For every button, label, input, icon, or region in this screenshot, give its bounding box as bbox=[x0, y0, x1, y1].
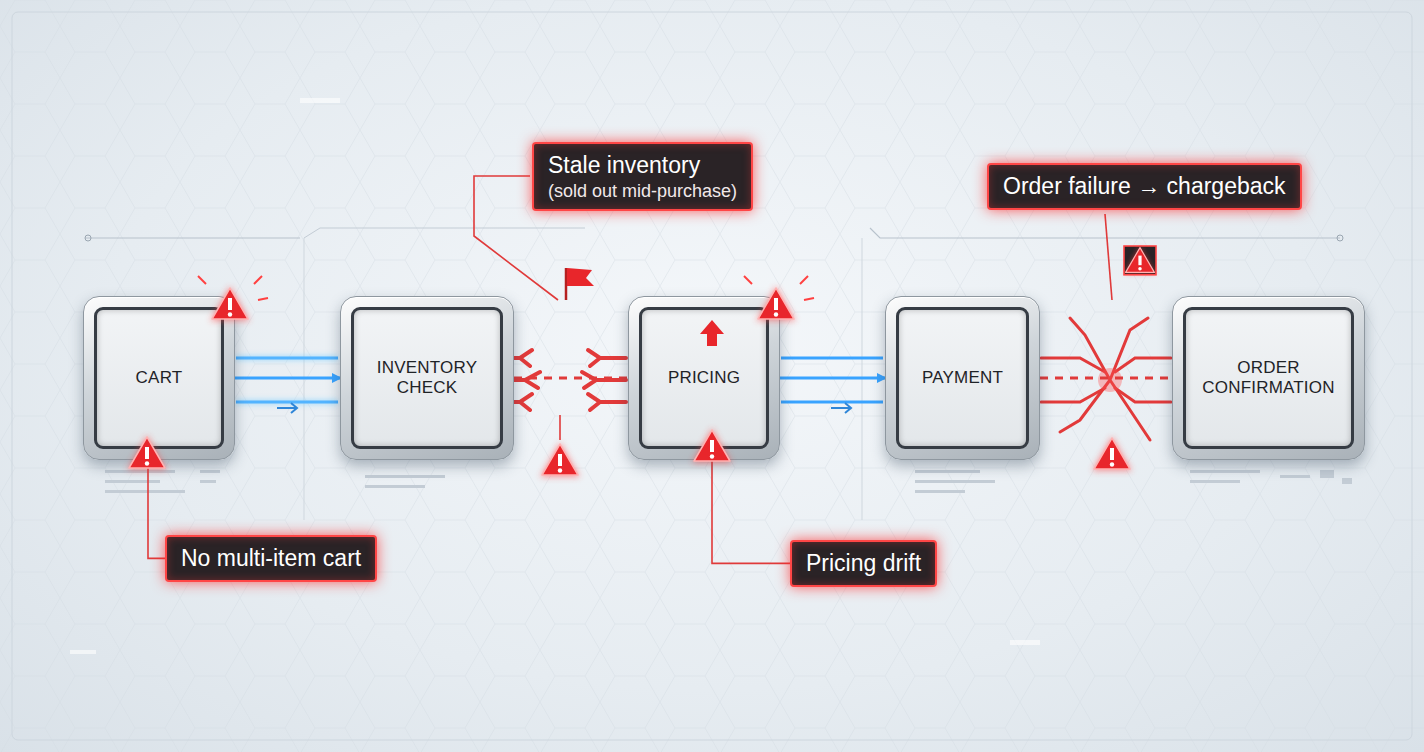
issue-callout: Stale inventory(sold out mid-purchase) bbox=[532, 142, 753, 211]
issue-callout: Order failure → chargeback bbox=[987, 163, 1302, 210]
stage-label: PAYMENT bbox=[904, 368, 1021, 388]
leader-line bbox=[712, 460, 790, 563]
issue-callout: Pricing drift bbox=[790, 540, 937, 587]
stage-label: ORDER CONFIRMATION bbox=[1173, 358, 1364, 399]
cart-stage: CART bbox=[83, 296, 235, 460]
stage-label: CART bbox=[118, 368, 201, 388]
stage-label: PRICING bbox=[650, 368, 758, 388]
flow-arrow bbox=[235, 377, 340, 380]
leader-line bbox=[148, 460, 165, 558]
callout-text: No multi-item cart bbox=[181, 544, 361, 573]
callout-text: Order failure → chargeback bbox=[1003, 172, 1286, 201]
confirmation-stage: ORDER CONFIRMATION bbox=[1172, 296, 1365, 460]
flow-arrow bbox=[780, 377, 885, 380]
payment-stage: PAYMENT bbox=[885, 296, 1040, 460]
pricing-stage: PRICING bbox=[628, 296, 780, 460]
callout-text: Pricing drift bbox=[806, 549, 921, 578]
stage-label: INVENTORY CHECK bbox=[341, 358, 513, 399]
inventory-stage: INVENTORY CHECK bbox=[340, 296, 514, 460]
broken-link bbox=[514, 377, 628, 380]
callout-detail: (sold out mid-purchase) bbox=[548, 180, 737, 203]
broken-link bbox=[1040, 377, 1172, 380]
issue-callout: No multi-item cart bbox=[165, 535, 377, 582]
callout-text: Stale inventory bbox=[548, 151, 737, 180]
